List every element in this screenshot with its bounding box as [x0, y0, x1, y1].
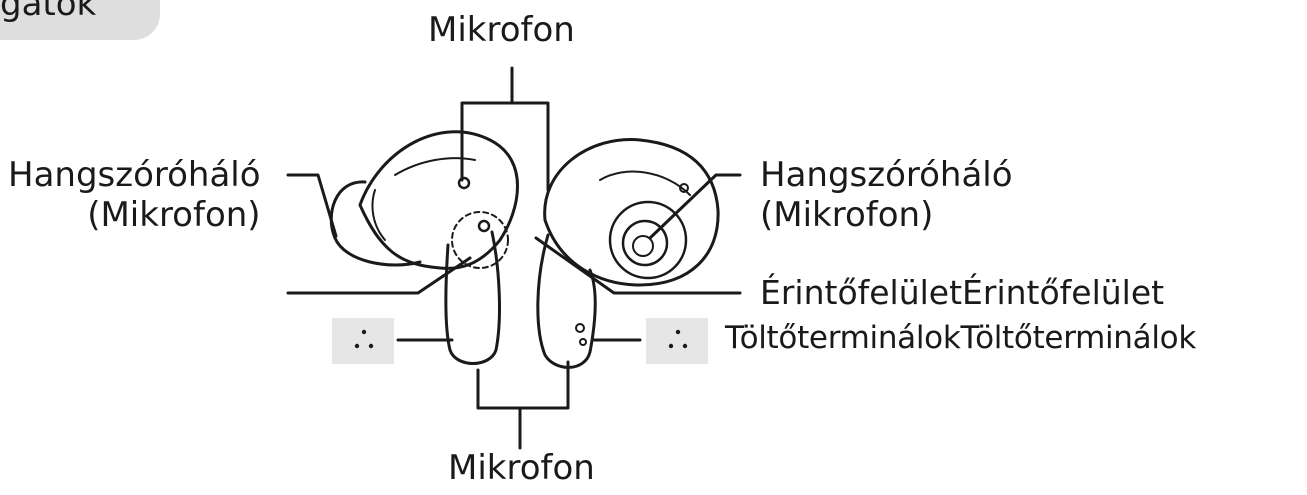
mic-top-leader	[460, 66, 550, 192]
section-tab-label: gatok	[0, 0, 97, 24]
touchpad-left-leader	[286, 256, 472, 295]
speaker-mesh-right-leader	[648, 173, 742, 240]
touchpad-label: ÉrintőfelületÉrintőfelület	[760, 273, 1165, 312]
right-earbud	[536, 138, 720, 369]
section-tab	[0, 0, 160, 40]
mic-top-label: Mikrofon	[428, 10, 575, 50]
speaker-mesh-left-sub: (Mikrofon)	[87, 195, 261, 235]
speaker-mesh-right-text: Hangszóróháló	[760, 155, 1013, 195]
speaker-mesh-left-leader	[286, 173, 338, 238]
touchpad-right-leader	[534, 236, 742, 295]
speaker-mesh-left-text: Hangszóróháló	[8, 155, 261, 195]
speaker-mesh-right-label: Hangszóróháló (Mikrofon)	[760, 155, 1013, 235]
speaker-mesh-right-sub: (Mikrofon)	[760, 195, 934, 235]
terminals-right-inset	[646, 318, 708, 364]
speaker-mesh-left-label: Hangszóróháló (Mikrofon)	[8, 155, 261, 235]
mic-bottom-leader	[476, 360, 570, 450]
left-earbud	[329, 130, 519, 365]
charging-terminals-label: TöltőterminálokTöltőterminálok	[725, 320, 1196, 356]
mic-bottom-label: Mikrofon	[448, 448, 595, 488]
terminals-left-inset	[332, 318, 394, 364]
